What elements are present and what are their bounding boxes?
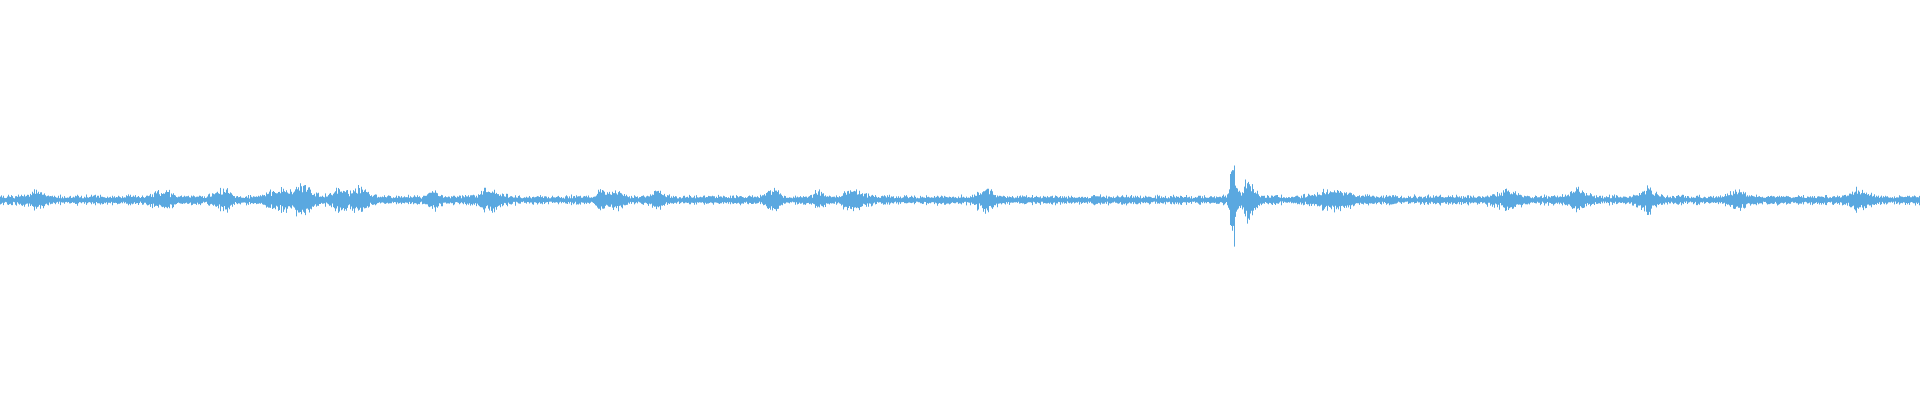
waveform-trace (0, 165, 1920, 247)
waveform-path (0, 165, 1920, 247)
